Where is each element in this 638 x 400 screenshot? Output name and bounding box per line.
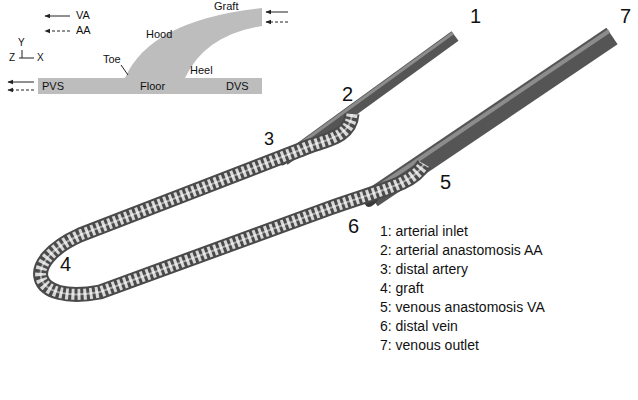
flow-label: VA xyxy=(76,10,90,21)
part-label: PVS xyxy=(42,81,64,92)
part-label: DVS xyxy=(226,81,249,92)
flow-arrow xyxy=(266,22,288,23)
axis-label: Z xyxy=(9,53,15,63)
callout-number: 1 xyxy=(470,6,481,26)
part-label: Floor xyxy=(140,81,165,92)
key-entry: 2: arterial anastomosis AA xyxy=(380,243,543,257)
axis-line xyxy=(22,50,23,58)
flow-arrow xyxy=(8,82,34,83)
part-label: Graft xyxy=(214,1,238,12)
key-entry: 5: venous anastomosis VA xyxy=(380,300,545,314)
graft-body xyxy=(41,114,424,294)
flow-arrow xyxy=(45,16,70,17)
callout-number: 4 xyxy=(60,254,71,274)
part-label: Heel xyxy=(190,65,213,76)
key-entry: 7: venous outlet xyxy=(380,338,479,352)
axis-label: Y xyxy=(18,38,25,48)
flow-label: AA xyxy=(76,25,91,36)
part-label: Toe xyxy=(103,54,121,65)
leader-line xyxy=(121,65,128,75)
axis-label: X xyxy=(37,53,44,63)
callout-number: 2 xyxy=(342,84,353,104)
callout-number: 5 xyxy=(440,172,451,192)
flow-arrow xyxy=(8,90,34,91)
floor-bar xyxy=(38,78,262,94)
artery-highlight xyxy=(282,33,453,157)
graft-corrugation xyxy=(41,114,424,294)
inset-schematic xyxy=(8,8,288,94)
graft-highlight xyxy=(41,114,424,294)
flow-arrow xyxy=(45,31,70,32)
axis-line xyxy=(19,58,34,59)
key-entry: 1: arterial inlet xyxy=(380,224,468,238)
part-label: Hood xyxy=(146,29,172,40)
callout-number: 3 xyxy=(264,130,274,148)
flow-arrow xyxy=(266,12,288,13)
callout-number: 6 xyxy=(348,216,359,236)
key-entry: 4: graft xyxy=(380,281,424,295)
key-entry: 6: distal vein xyxy=(380,319,458,333)
hood-band xyxy=(125,8,262,78)
vein-highlight xyxy=(369,31,609,193)
callout-number: 7 xyxy=(620,6,631,26)
key-entry: 3: distal artery xyxy=(380,262,468,276)
graft-tube xyxy=(41,114,424,294)
